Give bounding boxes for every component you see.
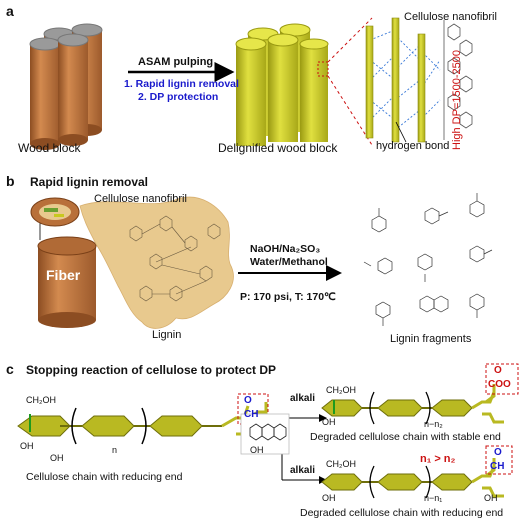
wood-block-label: Wood block — [18, 141, 81, 155]
hydrogen-bond-label: hydrogen bond — [376, 140, 450, 152]
alkali-bottom: alkali — [290, 465, 316, 476]
coo-stable: COO — [488, 379, 511, 390]
fiber-label: Fiber — [46, 267, 81, 283]
solvent-label: Water/Methanol — [250, 256, 328, 268]
o-left: O — [244, 395, 252, 406]
n1-gt-n2: n₁ > n₂ — [420, 453, 456, 465]
cellulose-structure-a — [443, 20, 473, 140]
panel-c-letter: c — [6, 361, 14, 377]
panel-a-letter: a — [6, 3, 14, 19]
lignin-label: Lignin — [152, 329, 182, 341]
step2-label: 2. DP protection — [138, 91, 219, 103]
reducing-degraded-label: Degraded cellulose chain with reducing e… — [300, 507, 504, 519]
zoom-lines — [327, 17, 373, 146]
process-label: ASAM pulping — [138, 56, 214, 68]
stable-chain-label: Degraded cellulose chain with stable end — [310, 431, 501, 443]
oh-left-3: OH — [250, 445, 264, 455]
fiber-cross-section — [30, 197, 80, 227]
ch2oh-reducing: CH₂OH — [326, 459, 356, 469]
oh-reducing-2: OH — [484, 493, 498, 503]
inhibitor-molecule — [240, 413, 290, 455]
lignin-fragments — [363, 193, 493, 326]
nanofibril-label-b: Cellulose nanofibril — [94, 193, 187, 205]
lignin-structure-lines — [129, 215, 221, 302]
delignified-block-graphic — [235, 23, 329, 146]
panel-c-title: Stopping reaction of cellulose to protec… — [26, 363, 277, 377]
n-n2-stable: n−n₂ — [424, 419, 443, 429]
nanofibril-network — [365, 17, 441, 143]
reagents-label: NaOH/Na₂SO₃ — [250, 243, 321, 255]
cellulose-chain-degraded-reducing — [321, 445, 513, 499]
oh-reducing-1: OH — [322, 493, 336, 503]
panel-b-letter: b — [6, 173, 15, 189]
n-n1-reducing: n−n₁ — [424, 493, 443, 503]
reducing-chain-label: Cellulose chain with reducing end — [26, 471, 183, 483]
high-dp-label: High DP=1500-2500 — [451, 50, 463, 150]
fiber-graphic — [37, 222, 97, 328]
delignified-label: Delignified wood block — [218, 141, 338, 155]
cellulose-chain-stable — [321, 363, 519, 425]
wood-block-graphic — [29, 23, 103, 150]
o-stable: O — [494, 365, 502, 376]
lignin-graphic — [79, 196, 234, 329]
panel-b-title: Rapid lignin removal — [30, 175, 149, 189]
ch-left: CH — [244, 409, 259, 420]
alkali-top: alkali — [290, 393, 316, 404]
oh-stable-1: OH — [322, 417, 336, 427]
ch2oh-stable: CH₂OH — [326, 385, 356, 395]
n-left: n — [112, 445, 118, 455]
oh-left-1: OH — [20, 441, 34, 451]
conditions-label: P: 170 psi, T: 170℃ — [240, 291, 336, 303]
cellulose-chain-reducing — [17, 393, 269, 446]
nanofibril-label-a: Cellulose nanofibril — [404, 11, 497, 23]
o-reducing: O — [494, 447, 502, 458]
ch-reducing: CH — [490, 461, 505, 472]
fragments-label: Lignin fragments — [390, 333, 472, 345]
oh-left-2: OH — [50, 453, 64, 463]
step1-label: 1. Rapid lignin removal — [124, 78, 239, 90]
ch2oh-left: CH₂OH — [26, 395, 56, 405]
